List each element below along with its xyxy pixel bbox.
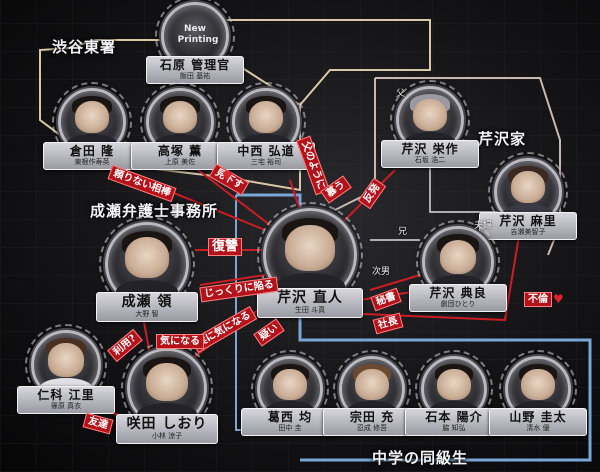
group-classmates: 中学の同級生: [372, 449, 469, 467]
actor-name: 篠原 真衣: [50, 402, 82, 410]
character-name: 葛西 均: [267, 410, 313, 424]
group-law-office: 成瀬弁護士事務所: [90, 202, 219, 220]
nameplate: 成瀬 領 大野 智: [96, 292, 198, 322]
nameplate: 仁科 江里 篠原 真衣: [17, 386, 115, 414]
character-muneta[interactable]: 宗田 充 忍成 修吾: [322, 350, 422, 436]
character-serizawa-eisaku[interactable]: 芹沢 栄作 石坂 浩二: [380, 80, 480, 168]
character-serizawa-mari[interactable]: 芹沢 麻里 吉瀬美智子: [478, 152, 578, 240]
actor-name: 小林 涼子: [151, 432, 183, 440]
classmates-frame: [236, 193, 592, 462]
character-nakanishi[interactable]: 中西 弘道 三宅 裕司: [216, 82, 316, 170]
actor-name: 飯田 基祐: [179, 72, 211, 80]
character-serizawa-norio[interactable]: 芹沢 典良 劇団ひとり: [408, 220, 508, 312]
character-name: 仁科 江里: [37, 388, 95, 402]
nameplate: 咲田 しおり 小林 涼子: [116, 414, 218, 444]
character-name: 芹沢 栄作: [401, 142, 459, 156]
character-name: 石原 管理官: [159, 58, 231, 72]
character-name: 芹沢 麻里: [499, 214, 557, 228]
character-yamano[interactable]: 山野 圭太 清水 優: [488, 350, 588, 436]
character-kurata[interactable]: 倉田 隆 東根作寿英: [42, 82, 142, 170]
police-frame-top: [210, 19, 431, 106]
character-name: 倉田 隆: [69, 144, 115, 158]
nameplate: 高塚 薫 上原 美佐: [131, 142, 229, 170]
actor-name: 三宅 裕司: [250, 158, 282, 166]
nameplate: 芹沢 直人 生田 斗真: [257, 288, 363, 318]
character-naruse[interactable]: 成瀬 領 大野 智: [92, 216, 202, 322]
new-printing-label: New Printing: [177, 23, 219, 45]
heart-icon: ♥: [222, 169, 233, 183]
actor-name: 吉瀬美智子: [510, 228, 546, 236]
character-name: 芹沢 典良: [429, 286, 487, 300]
portrait: [257, 202, 363, 308]
character-name: 中西 弘道: [237, 144, 295, 158]
actor-name: 大野 智: [135, 310, 159, 318]
relation-label: 夫婦: [474, 221, 493, 231]
actor-name: 脇 知弘: [442, 424, 466, 432]
actor-name: 生田 斗真: [294, 306, 326, 314]
nameplate: 倉田 隆 東根作寿英: [43, 142, 141, 170]
character-name: 芹沢 直人: [277, 290, 343, 306]
nameplate: 芹沢 麻里 吉瀬美智子: [479, 212, 577, 240]
character-kuzunishi[interactable]: 葛西 均 田中 圭: [240, 350, 340, 436]
actor-name: 上原 美佐: [164, 158, 196, 166]
character-ishimoto[interactable]: 石本 陽介 脇 知弘: [404, 350, 504, 436]
character-takatsuka[interactable]: 高塚 薫 上原 美佐: [130, 82, 230, 170]
nameplate: 宗田 充 忍成 修吾: [323, 408, 421, 436]
actor-name: 東根作寿英: [74, 158, 110, 166]
character-name: 咲田 しおり: [126, 416, 208, 432]
arrow-secretary: [369, 274, 421, 291]
actor-name: 清水 優: [526, 424, 550, 432]
arrow-revenge-back: [199, 274, 266, 286]
character-ishihara[interactable]: New Printing 石原 管理官 飯田 基祐: [145, 0, 245, 84]
character-name: 石本 陽介: [425, 410, 483, 424]
group-police: 渋谷東署: [52, 38, 117, 56]
nameplate: 中西 弘道 三宅 裕司: [217, 142, 315, 170]
nameplate: 石原 管理官 飯田 基祐: [146, 56, 244, 84]
character-name: 高塚 薫: [157, 144, 203, 158]
character-nishina[interactable]: 仁科 江里 篠原 真衣: [16, 324, 116, 414]
character-serizawa-naoto[interactable]: 芹沢 直人 生田 斗真: [250, 202, 370, 318]
actor-name: 忍成 修吾: [356, 424, 388, 432]
nameplate: 山野 圭太 清水 優: [489, 408, 587, 436]
group-family: 芹沢家: [478, 130, 527, 148]
actor-name: 田中 圭: [278, 424, 302, 432]
nameplate: 芹沢 栄作 石坂 浩二: [381, 140, 479, 168]
nameplate: 葛西 均 田中 圭: [241, 408, 339, 436]
heart-icon: ♥: [553, 292, 564, 306]
character-name: 宗田 充: [349, 410, 395, 424]
actor-name: 石坂 浩二: [414, 156, 446, 164]
character-sakita[interactable]: 咲田 しおり 小林 涼子: [112, 342, 222, 444]
relation-label: 気になる: [156, 334, 204, 349]
nameplate: 石本 陽介 脇 知弘: [405, 408, 503, 436]
arrow-look-down: [184, 159, 271, 226]
relation-label: 父: [396, 89, 406, 99]
character-name: 成瀬 領: [121, 294, 173, 310]
relation-label: 兄: [398, 227, 408, 237]
relation-label: 不倫: [524, 292, 552, 307]
relation-label: 次男: [372, 267, 391, 277]
character-name: 山野 圭太: [509, 410, 567, 424]
actor-name: 劇団ひとり: [440, 300, 476, 308]
relation-label: 復讐: [208, 238, 243, 256]
nameplate: 芹沢 典良 劇団ひとり: [409, 284, 507, 312]
